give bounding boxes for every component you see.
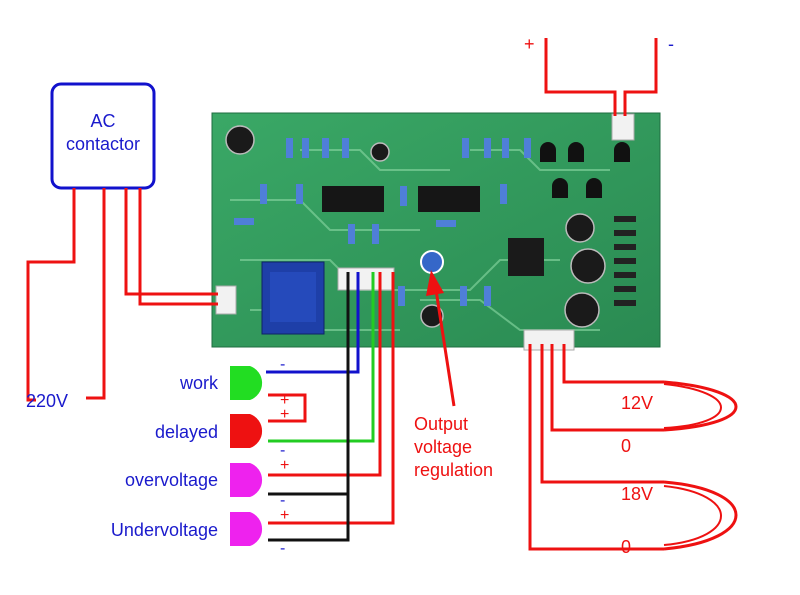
annotation-line2: voltage: [414, 437, 472, 457]
led-delayed: [230, 414, 263, 448]
supply-plus-sign: +: [524, 34, 535, 54]
led-overvoltage-sign-top: +: [280, 457, 289, 474]
capacitor-4: [570, 248, 606, 284]
led-undervoltage-sign-bottom: -: [280, 540, 285, 557]
led-label-work: work: [179, 373, 219, 393]
regulation-arrow: [426, 270, 456, 407]
mains-wires: [26, 188, 218, 402]
led-label-undervoltage: Undervoltage: [111, 520, 218, 540]
mains-voltage-label: 220V: [26, 391, 68, 411]
transformer-18v-zero-label: 0: [621, 537, 631, 557]
transformer-12v-label: 12V: [621, 393, 653, 413]
capacitor-5: [564, 292, 600, 328]
led-label-overvoltage: overvoltage: [125, 470, 218, 490]
ac-contactor-label-line2: contactor: [66, 134, 140, 154]
transformer-wires: [528, 344, 738, 551]
connector-contactor: [215, 285, 237, 315]
capacitor-3: [565, 213, 595, 243]
capacitor-2: [370, 142, 390, 162]
led-work: [230, 366, 263, 400]
led-label-delayed: delayed: [155, 422, 218, 442]
led-undervoltage-sign-top: +: [280, 507, 289, 524]
connector-supply: [611, 113, 635, 141]
pcb-board: [211, 112, 661, 351]
supply-wires: [544, 38, 658, 116]
led-overvoltage-sign-bottom: -: [280, 492, 285, 509]
diodes: [614, 216, 636, 306]
annotation-line3: regulation: [414, 460, 493, 480]
led-delayed-sign-extra: +: [280, 406, 289, 423]
led-overvoltage: [230, 463, 263, 497]
ac-contactor-label-line1: AC: [90, 111, 115, 131]
transistors: [540, 142, 630, 198]
capacitor-1: [225, 125, 255, 155]
connector-leds: [337, 267, 395, 291]
capacitor-6: [420, 304, 444, 328]
led-wires: [266, 272, 395, 542]
potentiometer: [420, 250, 444, 274]
led-undervoltage: [230, 512, 263, 546]
led-delayed-sign-top: +: [280, 392, 289, 409]
supply-minus-sign: -: [668, 34, 674, 54]
led-work-sign: -: [280, 356, 285, 373]
transformer-12v-zero-label: 0: [621, 436, 631, 456]
resistors: [234, 138, 531, 306]
transformer-18v-label: 18V: [621, 484, 653, 504]
ic-chip-right: [418, 186, 480, 212]
annotation-line1: Output: [414, 414, 468, 434]
connector-transformer: [523, 329, 575, 351]
relay: [261, 261, 325, 335]
voltage-regulator: [508, 238, 544, 276]
led-delayed-sign-bottom: -: [280, 442, 285, 459]
ic-chip-left: [322, 186, 384, 212]
